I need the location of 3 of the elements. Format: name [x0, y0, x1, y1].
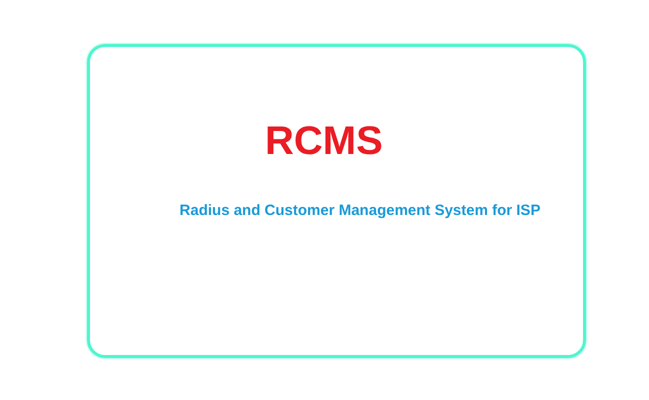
- title-text: RCMS: [265, 121, 384, 161]
- subtitle-text: Radius and Customer Management System for ISP: [178, 201, 542, 221]
- rounded-box: [87, 44, 586, 358]
